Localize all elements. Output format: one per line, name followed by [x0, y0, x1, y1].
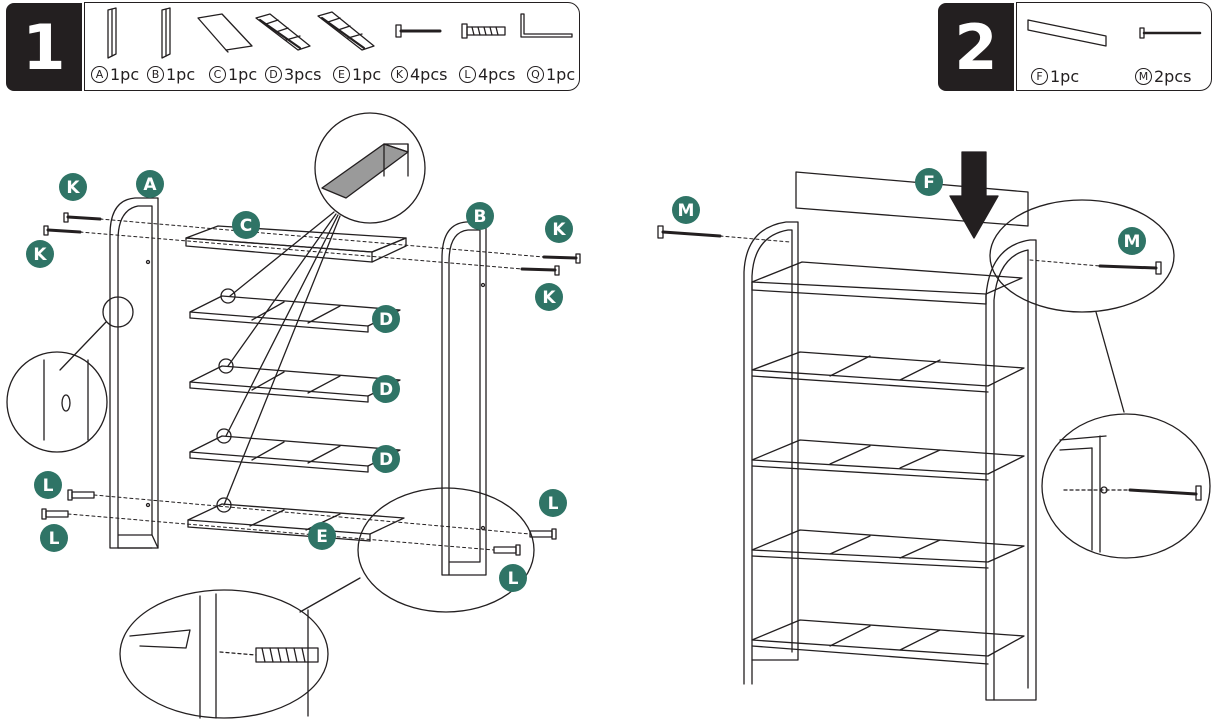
callout-d-3: D: [372, 445, 400, 473]
screw-k-1: [63, 212, 102, 223]
svg-text:K: K: [33, 245, 47, 265]
svg-text:M: M: [678, 201, 695, 221]
svg-text:B: B: [474, 207, 487, 227]
svg-text:L: L: [508, 569, 519, 589]
side-frame-a: [109, 197, 159, 549]
part-icon-b: [161, 7, 171, 59]
part-icon-m: [1139, 27, 1202, 39]
shelf-e: [187, 503, 405, 542]
screw-k-2: [43, 225, 82, 236]
shelf-d-3: [189, 435, 401, 473]
screw-m-left: [657, 225, 722, 239]
part-icon-f: [1027, 19, 1107, 47]
svg-text:D: D: [379, 450, 393, 470]
part-icon-a: [107, 7, 117, 59]
detail-corner-profile: [216, 112, 426, 513]
callout-a: A: [136, 170, 164, 198]
callout-k-1: K: [59, 173, 87, 201]
assembled-shelf-tiers: [751, 351, 1025, 665]
callout-e: E: [308, 522, 336, 550]
callout-d-1: D: [372, 305, 400, 333]
svg-text:F: F: [923, 173, 935, 193]
callout-m-2: M: [1118, 227, 1146, 255]
down-arrow: [949, 151, 999, 239]
detail-hole-circle: [6, 296, 134, 453]
callout-l-4: L: [499, 564, 527, 592]
callout-m-1: M: [672, 196, 700, 224]
assembled-shelf-frame: [743, 221, 1037, 701]
callout-l-2: L: [40, 524, 68, 552]
svg-text:M: M: [1124, 232, 1141, 252]
svg-text:K: K: [552, 220, 566, 240]
step-1-number: 1: [6, 3, 82, 91]
svg-text:K: K: [542, 288, 556, 308]
part-icon-l: [461, 23, 506, 39]
part-icon-d: [255, 13, 311, 51]
back-panel-f: [795, 171, 1029, 227]
svg-text:L: L: [548, 494, 559, 514]
side-frame-b: [441, 221, 487, 576]
screw-l-4: [493, 544, 521, 556]
svg-text:D: D: [379, 380, 393, 400]
svg-text:L: L: [49, 529, 60, 549]
callout-b: B: [466, 202, 494, 230]
detail-bolt-circle: [119, 487, 535, 719]
svg-text:E: E: [316, 527, 328, 547]
callout-f: F: [915, 168, 943, 196]
screw-l-2: [41, 508, 69, 520]
detail-screw-circle-step-2: [989, 199, 1211, 559]
part-icon-k: [395, 24, 442, 38]
screw-l-1: [67, 489, 95, 501]
screw-k-3: [542, 253, 581, 264]
callout-k-2: K: [26, 240, 54, 268]
callout-l-3: L: [539, 489, 567, 517]
callout-k-3: K: [545, 215, 573, 243]
part-icon-c: [197, 13, 253, 53]
screw-k-4: [520, 265, 560, 276]
screw-l-3: [529, 528, 557, 540]
screw-m-right: [1098, 261, 1162, 275]
svg-text:L: L: [43, 476, 54, 496]
callout-k-4: K: [535, 283, 563, 311]
top-panel-c: [185, 225, 407, 263]
part-icon-e: [317, 11, 375, 51]
assembly-guide-lines-step-2: [719, 235, 1101, 267]
shelf-d-1: [189, 295, 401, 333]
svg-text:C: C: [240, 216, 252, 236]
svg-text:A: A: [143, 175, 157, 195]
shelf-d-2: [189, 365, 401, 403]
part-icon-q-allen-key: [520, 13, 573, 38]
assembly-guide-lines-step-1: [67, 218, 545, 551]
svg-text:K: K: [66, 178, 80, 198]
callout-c: C: [232, 211, 260, 239]
callout-d-2: D: [372, 375, 400, 403]
callout-l-1: L: [34, 471, 62, 499]
svg-text:D: D: [379, 310, 393, 330]
step-2-number: 2: [938, 3, 1014, 91]
